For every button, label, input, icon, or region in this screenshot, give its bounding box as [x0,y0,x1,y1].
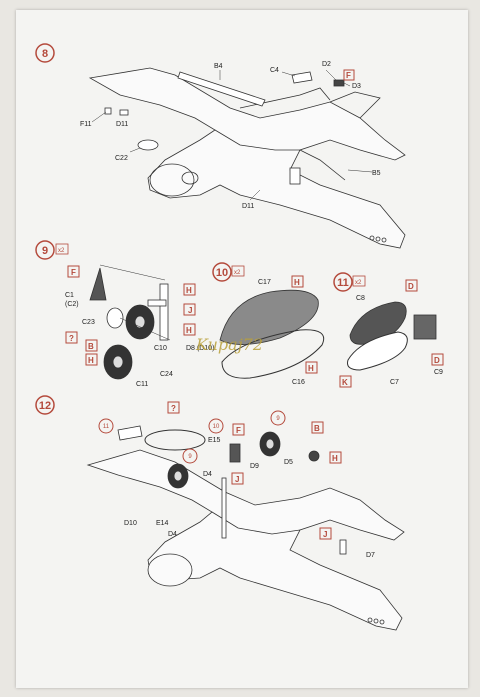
label-9-ref-a: 9 [276,416,280,422]
label-b5: B5 [372,170,381,177]
part-c16 [221,329,325,379]
part-e15 [229,443,241,463]
label-10-ref: 10 [213,424,220,430]
part-f11 [104,107,112,115]
label-j-12b: J [323,530,327,539]
label-d-11b: D [434,356,440,365]
label-d-11a: D [408,282,414,291]
part-d4 [221,477,227,539]
label-c7: C7 [390,379,399,386]
label-b4: B4 [214,63,223,70]
step-11: 11 x2 C8 D D C9 K C7 [333,272,444,388]
label-d8: D8 (D10) [186,345,214,352]
label-d11-b: D11 [242,203,254,210]
label-f: F [71,268,76,277]
label-c8: C8 [356,295,365,302]
part-c23 [106,307,124,329]
label-h-2: H [186,326,192,335]
label-c22: C22 [115,155,128,162]
label-question: ? [69,334,74,343]
part-d5 [308,450,320,462]
step-12-aircraft [86,449,405,631]
part-c7 [347,331,408,371]
part-c22 [137,139,159,151]
part-c1 [89,267,107,301]
part-d7 [339,539,347,555]
label-c24: C24 [160,371,173,378]
label-k: K [342,378,348,387]
label-c2: (C2) [65,301,79,308]
label-d5: D5 [284,459,293,466]
label-c10: C10 [154,345,167,352]
label-f-12: F [236,426,241,435]
label-f11: F11 [80,121,92,128]
label-e14: E14 [156,520,169,527]
label-c1: C1 [65,292,74,299]
label-b-12: B [314,424,320,433]
label-d11: D11 [116,121,128,128]
label-c23: C23 [82,319,95,326]
step-10: 10 x2 C17 H H C16 [212,262,325,386]
label-h-10b: H [308,364,314,373]
label-c9: C9 [434,369,443,376]
label-c4: C4 [270,67,279,74]
step-9-mult: x2 [58,248,65,254]
step-10-mult: x2 [234,270,241,276]
label-d2: D2 [322,61,331,68]
label-d9: D9 [250,463,259,470]
part-strut [289,167,301,185]
part-j [147,299,167,307]
label-c17: C17 [258,279,271,286]
label-11-ref: 11 [103,424,110,430]
label-q-12: ? [171,404,176,413]
watermark: Kupaj72 [195,335,263,354]
part-d2 [333,79,345,87]
label-f-box: F [346,71,351,80]
label-e15: E15 [208,437,221,444]
label-h-10a: H [294,278,300,287]
step-11-mult: x2 [355,280,362,286]
label-d4-b: D4 [168,531,177,538]
label-d7: D7 [366,552,375,559]
label-d3: D3 [352,83,361,90]
step-9-number: 9 [42,245,48,257]
part-c4 [291,71,313,84]
label-j-12a: J [235,475,239,484]
label-c16: C16 [292,379,305,386]
label-h-3: H [88,356,94,365]
step-11-number: 11 [337,277,349,289]
label-h: H [186,286,192,295]
label-d10: D10 [124,520,137,527]
step-8: 8 B4 C4 D2 [35,43,406,249]
part-d11a [119,109,129,116]
part-strut-9 [159,283,169,341]
label-h-12: H [332,454,338,463]
step-8-aircraft [88,67,406,249]
part-10-assy [144,429,206,451]
label-j: J [188,306,192,315]
label-d4-a: D4 [203,471,212,478]
step-12-number: 12 [39,400,51,412]
part-11-assy [117,425,143,441]
part-b4 [177,71,266,107]
step-12: 12 11 ? 10 F 9 B E15 [35,395,405,631]
step-10-number: 10 [216,267,228,279]
label-c11: C11 [136,381,148,388]
label-b: B [88,342,94,351]
step-8-number: 8 [42,48,48,60]
part-c9 [413,314,437,340]
label-9-ref-b: 9 [188,454,192,460]
step-9: 9 x2 F C1 (C2) C23 H J H ? B H [35,240,214,388]
